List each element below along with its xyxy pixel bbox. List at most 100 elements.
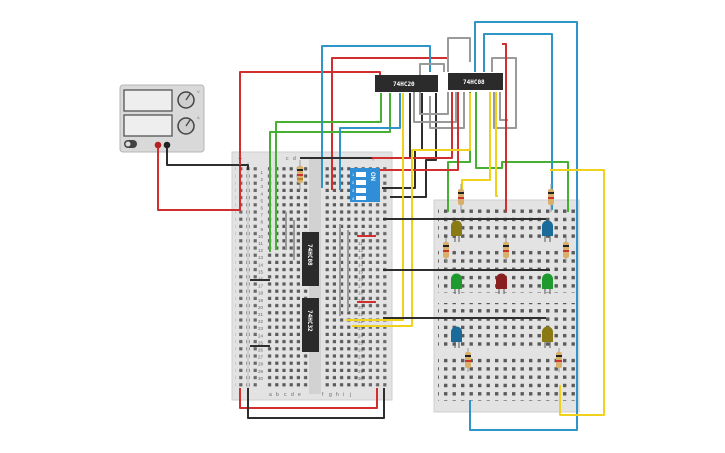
dip-toggle-4[interactable] bbox=[356, 196, 366, 200]
led-yellow-1 bbox=[451, 220, 462, 242]
voltage-knob-label: V bbox=[197, 89, 200, 94]
row-label-right: 19 bbox=[358, 298, 364, 303]
dip-on-label: ON bbox=[369, 172, 375, 181]
dip-toggle-1[interactable] bbox=[356, 172, 366, 177]
wire-red-bottom bbox=[239, 388, 378, 409]
positive-terminal[interactable] bbox=[154, 141, 162, 149]
wires bbox=[157, 21, 605, 431]
row-label: 11 bbox=[258, 241, 263, 246]
chip-top-right[interactable]: 74HC08 bbox=[448, 73, 503, 90]
wire-yellow-a bbox=[346, 93, 404, 321]
resistors[interactable] bbox=[297, 160, 569, 372]
row-label-right: 26 bbox=[358, 348, 364, 353]
column-label: h bbox=[336, 392, 339, 398]
resistor-r7 bbox=[556, 348, 562, 372]
row-label: 29 bbox=[258, 369, 264, 374]
row-label-right: 18 bbox=[358, 291, 364, 296]
chip-board-lower[interactable]: 74HC32 bbox=[302, 298, 319, 352]
row-label: 21 bbox=[258, 312, 264, 317]
row-label: 13 bbox=[258, 255, 264, 260]
row-label: 19 bbox=[258, 298, 264, 303]
row-label-right: 30 bbox=[358, 376, 364, 381]
row-label: 4 bbox=[260, 191, 263, 196]
row-label-right: 21 bbox=[358, 312, 364, 317]
column-label: e bbox=[298, 392, 301, 398]
resistor-r2 bbox=[548, 184, 554, 212]
chip-board-lower-label: 74HC32 bbox=[306, 310, 313, 332]
resistor-r3 bbox=[443, 238, 449, 262]
leds[interactable] bbox=[451, 220, 553, 348]
rail-plus-label: + bbox=[371, 156, 375, 163]
led-red-1 bbox=[496, 273, 507, 294]
power-supply[interactable]: V A bbox=[119, 84, 205, 153]
row-label-right: 15 bbox=[358, 269, 364, 274]
wire-yellow-e bbox=[550, 169, 605, 416]
row-label: 23 bbox=[258, 326, 264, 331]
column-label: d bbox=[293, 156, 296, 162]
chip-top-left[interactable]: 74HC20 bbox=[375, 75, 438, 92]
row-label: 5 bbox=[260, 198, 263, 203]
dip-toggle-3[interactable] bbox=[356, 188, 366, 193]
row-label: 17 bbox=[258, 284, 264, 289]
row-label-right: 27 bbox=[358, 355, 364, 360]
chip-top-right-label: 74HC08 bbox=[463, 79, 485, 86]
row-label: 18 bbox=[258, 291, 264, 296]
chip-board-upper[interactable]: 74HC08 bbox=[302, 232, 319, 286]
led-green-1 bbox=[451, 273, 462, 294]
row-label: 10 bbox=[258, 234, 264, 239]
dip-switch[interactable]: ON 1 2 3 4 bbox=[350, 168, 380, 202]
row-label: 28 bbox=[258, 362, 264, 367]
row-label: 7 bbox=[260, 213, 263, 218]
dip-num-2: 2 bbox=[352, 180, 355, 185]
row-label: 3 bbox=[260, 184, 263, 189]
column-label: d bbox=[291, 392, 294, 398]
resistor-r1 bbox=[458, 184, 464, 212]
row-label-right: 28 bbox=[358, 362, 364, 367]
wire-black-c bbox=[390, 93, 437, 198]
dip-num-3: 3 bbox=[352, 188, 355, 193]
wire-green-a bbox=[275, 93, 382, 250]
column-label: c bbox=[284, 392, 287, 398]
row-label: 26 bbox=[258, 348, 264, 353]
column-label: g bbox=[329, 392, 332, 398]
dip-toggle-2[interactable] bbox=[356, 180, 366, 185]
column-label: a bbox=[269, 392, 272, 398]
row-label: 2 bbox=[260, 177, 263, 182]
row-label-right: 25 bbox=[358, 340, 364, 345]
row-label-right: 12 bbox=[358, 248, 364, 253]
row-label: 27 bbox=[258, 355, 264, 360]
resistor-r4 bbox=[503, 238, 509, 262]
row-label-right: 13 bbox=[358, 255, 364, 260]
row-label: 8 bbox=[260, 220, 263, 225]
row-label-right: 20 bbox=[358, 305, 364, 310]
led-blue-2 bbox=[451, 326, 462, 348]
wire-black-supply bbox=[166, 148, 249, 170]
row-label: 14 bbox=[258, 262, 264, 267]
row-label-right: 24 bbox=[358, 333, 364, 338]
row-labels: 1234567891011121314151617181920212223242… bbox=[258, 170, 264, 381]
wire-red-right bbox=[502, 43, 507, 212]
wire-gray-b bbox=[413, 90, 457, 123]
negative-terminal[interactable] bbox=[163, 141, 171, 149]
row-label: 1 bbox=[260, 170, 263, 175]
row-label-right: 14 bbox=[358, 262, 364, 267]
row-label-right: 16 bbox=[358, 277, 364, 282]
wire-blue-a bbox=[321, 45, 431, 188]
row-label: 25 bbox=[258, 340, 264, 345]
breadboard-left[interactable]: − + 123456789101112131415161718192021222… bbox=[231, 151, 393, 401]
wire-black-a bbox=[300, 93, 411, 159]
breadboard-right[interactable] bbox=[433, 199, 580, 413]
led-blue-1 bbox=[542, 220, 553, 242]
column-label: c bbox=[286, 156, 289, 162]
row-label-right: 23 bbox=[358, 326, 364, 331]
wire-gray-d bbox=[447, 37, 471, 72]
row-label-right: 22 bbox=[358, 319, 364, 324]
wire-black-bottom bbox=[247, 388, 385, 419]
current-knob-label: A bbox=[197, 115, 200, 120]
column-label: f bbox=[322, 392, 324, 398]
resistor-r5 bbox=[563, 238, 569, 262]
row-label: 12 bbox=[258, 248, 264, 253]
wire-gray-e bbox=[491, 57, 517, 129]
